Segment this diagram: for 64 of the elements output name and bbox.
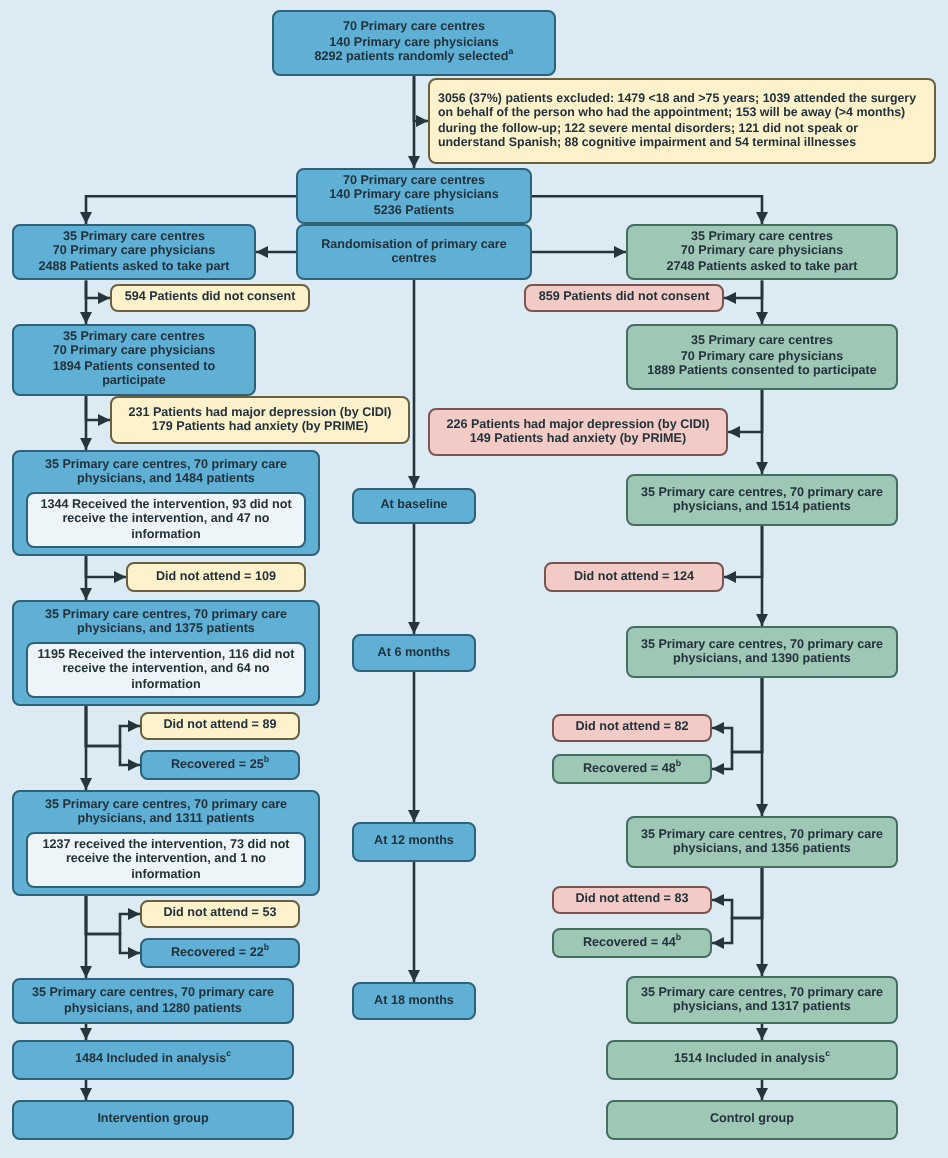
exclusion-box [110, 396, 410, 444]
timepoint-box [352, 488, 476, 524]
arrow [728, 390, 764, 438]
process-box [12, 978, 294, 1024]
note-box [26, 641, 306, 699]
timepoint-box [352, 982, 476, 1020]
process-box [140, 750, 300, 780]
arrow [256, 246, 296, 258]
exclusion-box [140, 712, 300, 740]
exclusion-box [428, 408, 728, 456]
arrow [84, 706, 140, 771]
process-box [626, 224, 898, 281]
arrow [412, 76, 428, 127]
arrow [724, 526, 764, 583]
exclusion-box [140, 900, 300, 928]
arrow [532, 246, 626, 258]
exclusion-box [544, 562, 724, 592]
process-box [12, 224, 256, 281]
arrow [532, 194, 768, 224]
arrow [408, 862, 420, 982]
arrow [84, 395, 110, 426]
process-box [606, 1040, 898, 1080]
arrow [84, 896, 140, 959]
process-box [626, 474, 898, 526]
process-box [12, 1100, 294, 1140]
arrow [756, 1080, 768, 1100]
process-box [552, 928, 712, 958]
process-box [626, 626, 898, 678]
process-box [12, 600, 320, 706]
arrow [80, 1024, 92, 1040]
exclusion-box [552, 886, 712, 914]
timepoint-box [352, 822, 476, 862]
process-box [12, 324, 256, 396]
arrow [712, 868, 764, 949]
arrow [408, 280, 420, 488]
note-box [26, 491, 306, 549]
exclusion-box [552, 714, 712, 742]
process-box [626, 324, 898, 390]
process-box [12, 1040, 294, 1080]
process-box [140, 938, 300, 968]
exclusion-box [126, 562, 306, 592]
exclusion-box [110, 284, 310, 312]
timepoint-box [352, 634, 476, 672]
arrow [408, 672, 420, 822]
process-box [606, 1100, 898, 1140]
exclusion-box [524, 284, 724, 312]
process-box [296, 168, 532, 225]
arrow [712, 678, 764, 775]
process-box [12, 450, 320, 556]
exclusion-box [428, 78, 936, 164]
note-box [26, 831, 306, 889]
process-box [552, 754, 712, 784]
process-box [272, 10, 556, 76]
arrow [80, 1080, 92, 1100]
arrow [84, 280, 110, 304]
arrow [408, 524, 420, 634]
process-box [296, 224, 532, 280]
process-box [626, 976, 898, 1024]
process-box [626, 816, 898, 868]
arrow [84, 556, 126, 583]
arrow [80, 194, 296, 224]
process-box [12, 790, 320, 896]
arrow [756, 1024, 768, 1040]
arrow [724, 280, 764, 304]
